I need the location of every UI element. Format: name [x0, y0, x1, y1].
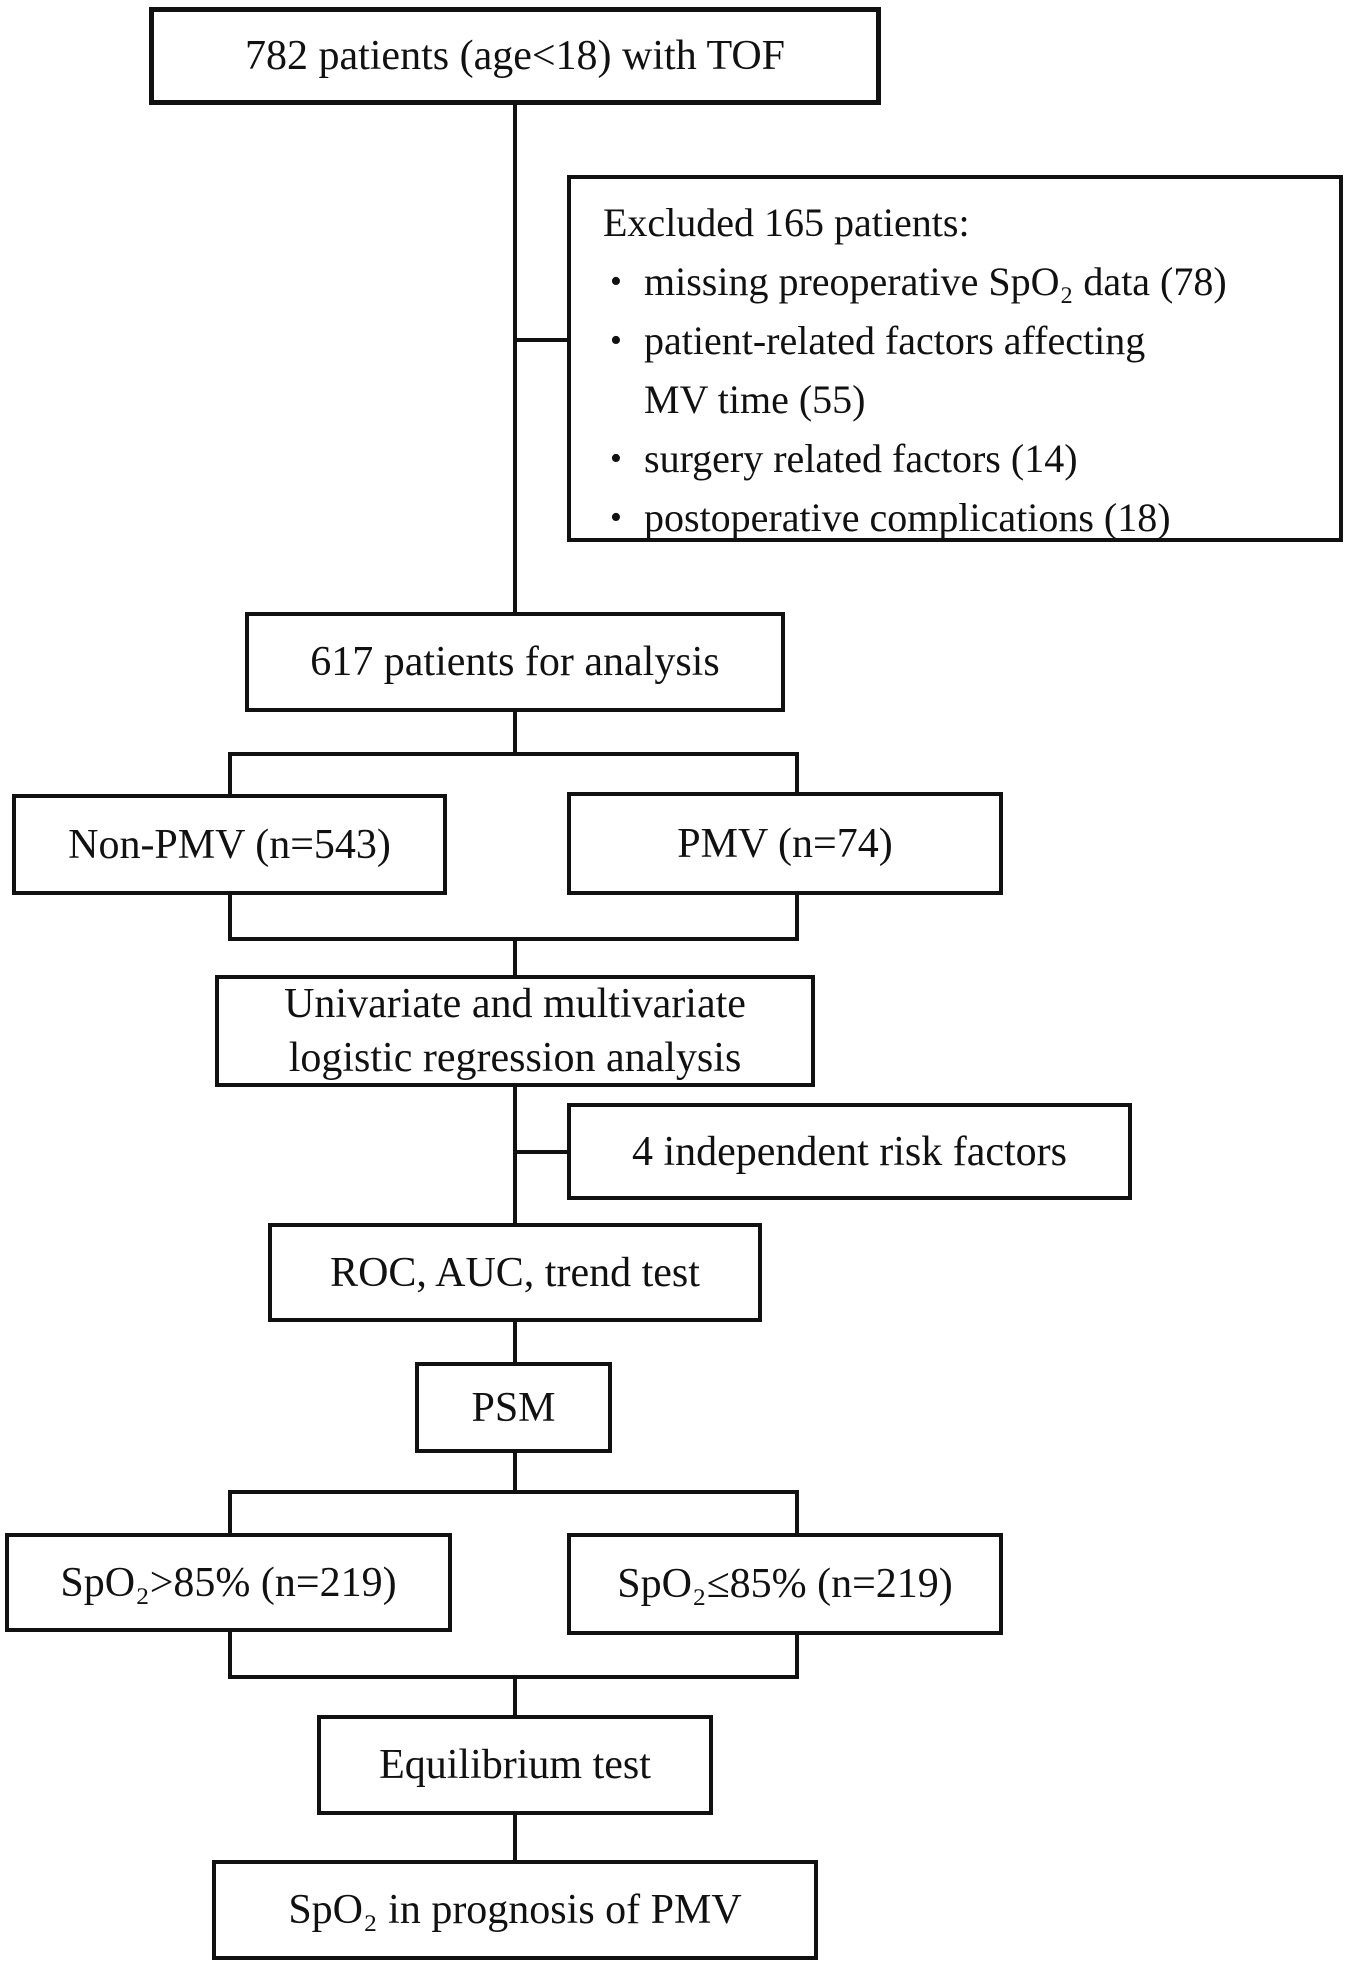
box-risk-factors-label: 4 independent risk factors: [631, 1128, 1068, 1175]
box-analysis-patients: 617 patients for analysis: [245, 612, 785, 712]
box-spo2-prognosis-label: SpO₂ in prognosis of PMV: [288, 1887, 742, 1933]
connector-pmv-in: [795, 752, 799, 796]
box-risk-factors: 4 independent risk factors: [567, 1103, 1132, 1200]
box-equilibrium-test: Equilibrium test: [317, 1715, 713, 1815]
box-excluded-patients: Excluded 165 patients: • missing preoper…: [567, 175, 1343, 542]
connector-tick-risk: [513, 1150, 571, 1154]
box-spo2-le-85-label: SpO₂≤85% (n=219): [617, 1561, 953, 1607]
excluded-bullet-2: • patient-related factors affecting MV t…: [603, 311, 1319, 429]
connector-nonpmv-in: [228, 752, 232, 798]
connector-nonpmv-out: [228, 893, 232, 941]
bullet-dot-icon: •: [610, 499, 622, 536]
excluded-bullet-4-text: postoperative complications (18): [644, 495, 1171, 540]
connector-spo2le-out: [795, 1633, 799, 1679]
box-total-patients-label: 782 patients (age<18) with TOF: [244, 33, 786, 79]
excluded-bullet-2-text-line1: patient-related factors affecting: [644, 318, 1146, 363]
excluded-title: Excluded 165 patients:: [603, 200, 970, 245]
excluded-bullet-3-text: surgery related factors (14): [644, 436, 1078, 481]
connector-psm-down: [513, 1451, 517, 1494]
box-spo2-prognosis: SpO₂ in prognosis of PMV: [212, 1860, 818, 1960]
box-spo2-gt-85-label: SpO₂>85% (n=219): [60, 1559, 397, 1606]
connector-split-bar-1: [228, 752, 799, 756]
connector-equilibrium-to-final: [513, 1813, 517, 1864]
box-regression-analysis-line2: logistic regression analysis: [288, 1035, 742, 1081]
bullet-dot-icon: •: [610, 322, 622, 359]
box-analysis-patients-label: 617 patients for analysis: [310, 639, 720, 685]
bullet-dot-icon: •: [610, 263, 622, 300]
excluded-bullet-2-text-line2: MV time (55): [644, 377, 866, 422]
excluded-bullet-4: • postoperative complications (18): [603, 488, 1319, 547]
excluded-bullet-1-text: missing preoperative SpO₂ data (78): [644, 259, 1227, 304]
connector-regression-to-roc: [513, 1085, 517, 1227]
connector-spo2gt-out: [228, 1630, 232, 1679]
excluded-bullet-3: • surgery related factors (14): [603, 429, 1319, 488]
box-regression-analysis: Univariate and multivariate logistic reg…: [215, 975, 815, 1087]
connector-regression-in: [513, 937, 517, 979]
connector-analysis-down: [513, 710, 517, 756]
excluded-bullet-1: • missing preoperative SpO₂ data (78): [603, 252, 1319, 311]
connector-split-bar-2: [228, 1490, 799, 1494]
box-non-pmv: Non-PMV (n=543): [12, 794, 447, 895]
connector-spo2gt-in: [228, 1490, 232, 1537]
box-spo2-le-85: SpO₂≤85% (n=219): [567, 1533, 1003, 1635]
box-psm: PSM: [415, 1362, 612, 1453]
box-spo2-gt-85: SpO₂>85% (n=219): [5, 1533, 452, 1632]
connector-pmv-out: [795, 893, 799, 941]
box-roc-auc-label: ROC, AUC, trend test: [330, 1249, 700, 1296]
connector-roc-to-psm: [513, 1320, 517, 1366]
connector-spo2le-in: [795, 1490, 799, 1537]
box-equilibrium-test-label: Equilibrium test: [379, 1742, 651, 1788]
box-psm-label: PSM: [471, 1384, 556, 1431]
box-roc-auc: ROC, AUC, trend test: [268, 1223, 762, 1322]
excluded-bullet-list: • missing preoperative SpO₂ data (78) • …: [603, 252, 1319, 547]
box-regression-analysis-line1: Univariate and multivariate: [284, 981, 746, 1027]
connector-tick-excluded: [513, 338, 571, 342]
box-total-patients: 782 patients (age<18) with TOF: [149, 7, 881, 105]
box-pmv: PMV (n=74): [567, 792, 1003, 895]
connector-top-to-analysis: [513, 103, 517, 612]
box-pmv-label: PMV (n=74): [677, 820, 893, 867]
connector-equilibrium-in: [513, 1675, 517, 1719]
bullet-dot-icon: •: [610, 440, 622, 477]
box-non-pmv-label: Non-PMV (n=543): [68, 821, 391, 868]
